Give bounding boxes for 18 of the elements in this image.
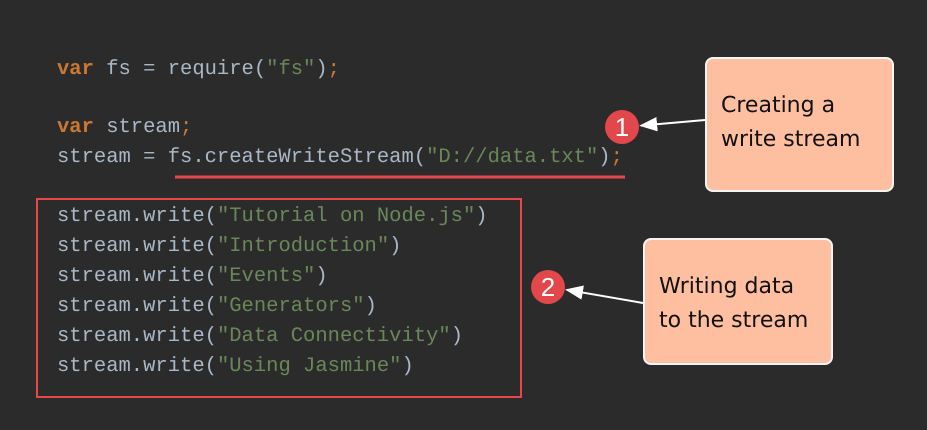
code-line: stream.write("Generators")	[57, 295, 377, 319]
code-line: stream.write("Events")	[57, 265, 328, 289]
callout-text: Writing data to the stream	[659, 273, 810, 335]
code-line: var stream;	[57, 116, 192, 140]
number-badge: 2	[531, 270, 565, 304]
callout-box	[643, 238, 833, 365]
number-badge: 1	[605, 110, 639, 144]
code-line: stream.write("Introduction")	[57, 235, 402, 259]
highlight-box	[36, 198, 522, 398]
arrow	[565, 285, 644, 304]
callout-box	[705, 57, 894, 192]
callout-text: Creating a write stream	[721, 92, 862, 154]
code-line: stream.write("Tutorial on Node.js")	[57, 205, 488, 229]
code-line: stream = fs.createWriteStream("D://data.txt");	[57, 146, 623, 170]
code-line: var fs = require("fs");	[57, 58, 340, 82]
code-line: stream.write("Using Jasmine")	[57, 355, 414, 379]
code-line: stream.write("Data Connectivity")	[57, 325, 463, 349]
arrow	[639, 117, 706, 132]
